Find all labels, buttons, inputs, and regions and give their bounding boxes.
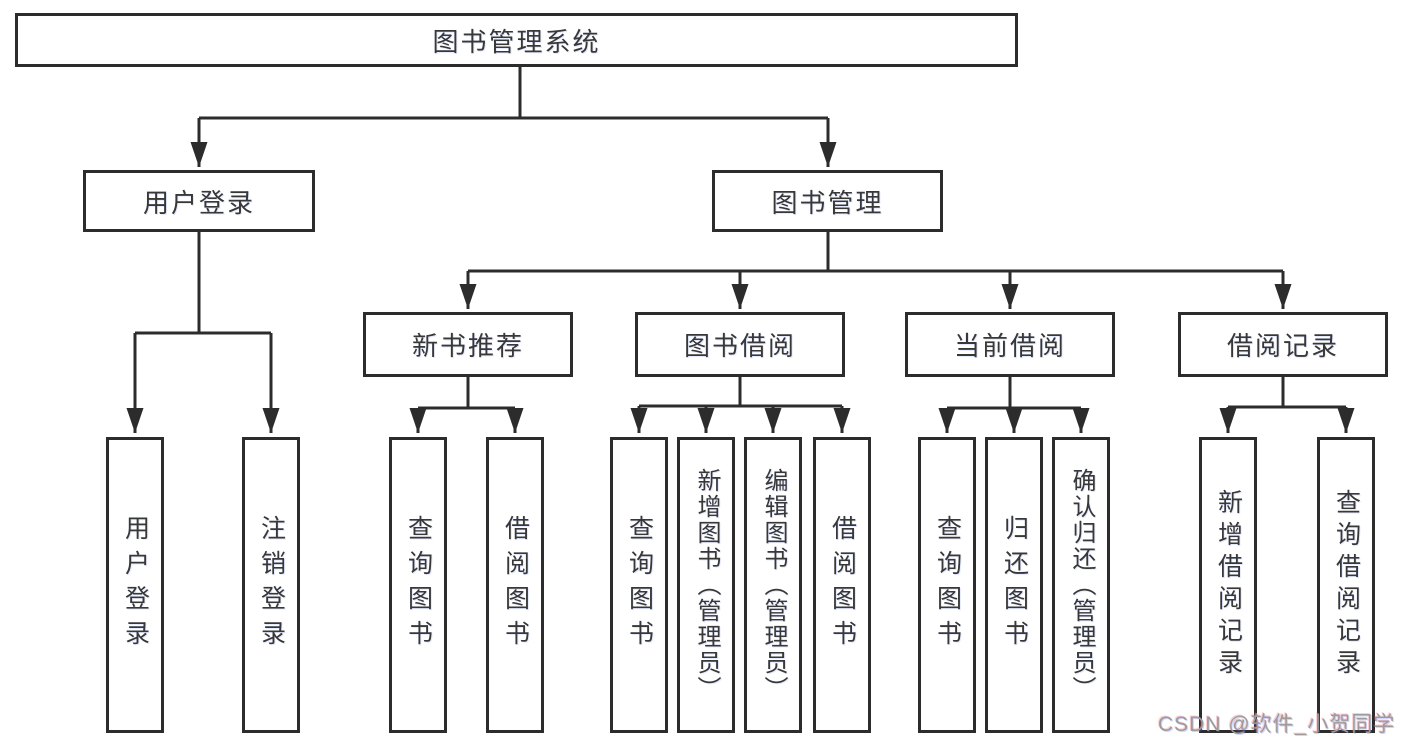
- leaf-logout: 注销登录: [242, 437, 300, 733]
- node-label: 注销登录: [257, 515, 286, 655]
- node-label: 确认归还（管理员）: [1068, 468, 1095, 702]
- node-book-borrow: 图书借阅: [635, 312, 845, 377]
- node-label: 新增借阅记录: [1214, 489, 1243, 681]
- node-label: 当前借阅: [953, 331, 1066, 361]
- leaf-add-borrow-record: 新增借阅记录: [1199, 437, 1257, 733]
- node-label: 新书推荐: [411, 331, 524, 361]
- node-borrow-records: 借阅记录: [1178, 312, 1388, 377]
- leaf-confirm-return-admin: 确认归还（管理员）: [1052, 437, 1110, 733]
- node-label: 借阅图书: [828, 515, 857, 655]
- connector-book-management-children: [459, 232, 1292, 309]
- node-label: 用户登录: [121, 515, 150, 655]
- leaf-borrow-book: 借阅图书: [813, 437, 871, 733]
- node-new-book-recommend: 新书推荐: [363, 312, 573, 377]
- connector-current-borrow-children: [938, 377, 1090, 433]
- node-current-borrow: 当前借阅: [905, 312, 1115, 377]
- connector-new-book-children: [409, 377, 524, 433]
- leaf-edit-book-admin: 编辑图书（管理员）: [744, 437, 802, 733]
- node-label: 查询借阅记录: [1332, 489, 1361, 681]
- connector-borrow-records-children: [1219, 377, 1355, 433]
- csdn-watermark: CSDN @软件_小贺同学: [1158, 713, 1396, 736]
- connector-user-login-children: [126, 232, 280, 433]
- node-label: 查询图书: [404, 515, 433, 655]
- leaf-return-book: 归还图书: [985, 437, 1043, 733]
- leaf-query-book-recommend: 查询图书: [389, 437, 447, 733]
- node-label: 图书借阅: [683, 331, 796, 361]
- node-label: 图书管理系统: [432, 26, 601, 57]
- node-label: 查询图书: [933, 515, 962, 655]
- leaf-user-login: 用户登录: [106, 437, 164, 733]
- leaf-query-book-current: 查询图书: [918, 437, 976, 733]
- node-label: 查询图书: [625, 515, 654, 655]
- node-label: 用户登录: [142, 187, 255, 218]
- connector-root-to-level2: [190, 67, 837, 167]
- node-label: 归还图书: [1000, 515, 1029, 655]
- leaf-query-book-borrow: 查询图书: [610, 437, 668, 733]
- node-label: 新增图书（管理员）: [693, 468, 720, 702]
- node-label: 图书管理: [771, 187, 884, 218]
- connector-book-borrow-children: [630, 377, 851, 433]
- node-label: 借阅记录: [1226, 331, 1339, 361]
- leaf-add-book-admin: 新增图书（管理员）: [677, 437, 735, 733]
- node-label: 编辑图书（管理员）: [760, 468, 787, 702]
- leaf-borrow-book-recommend: 借阅图书: [486, 437, 544, 733]
- node-book-management: 图书管理: [712, 170, 943, 232]
- leaf-query-borrow-record: 查询借阅记录: [1317, 437, 1375, 733]
- node-label: 借阅图书: [501, 515, 530, 655]
- node-root-system: 图书管理系统: [15, 13, 1018, 67]
- node-user-login: 用户登录: [83, 170, 315, 232]
